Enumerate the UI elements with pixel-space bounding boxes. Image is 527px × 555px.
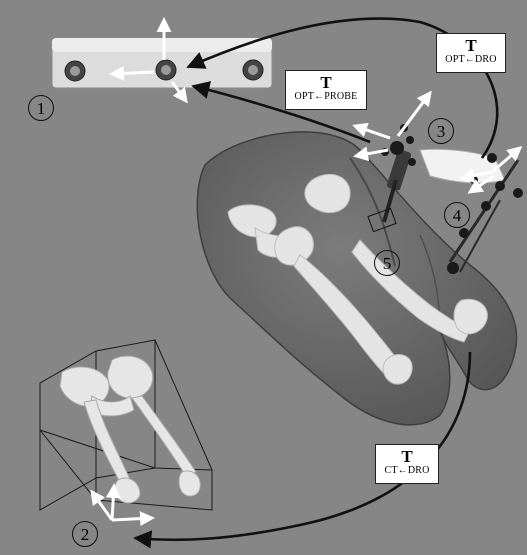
transform-label-ct-dro: T CT←DRO [375, 444, 439, 484]
transform-symbol: T [376, 448, 438, 465]
callout-2: 2 [72, 521, 98, 547]
transform-subscript: CT←DRO [376, 466, 438, 476]
transform-subscript: OPT←DRO [437, 55, 505, 65]
transform-symbol: T [286, 74, 366, 91]
transform-symbol: T [437, 37, 505, 54]
callout-4: 4 [444, 202, 470, 228]
transform-label-opt-probe: T OPT←PROBE [285, 70, 367, 110]
transform-subscript: OPT←PROBE [286, 92, 366, 102]
callout-1: 1 [28, 95, 54, 121]
transform-label-opt-dro: T OPT←DRO [436, 33, 506, 73]
callout-5: 5 [374, 250, 400, 276]
callout-3: 3 [428, 118, 454, 144]
